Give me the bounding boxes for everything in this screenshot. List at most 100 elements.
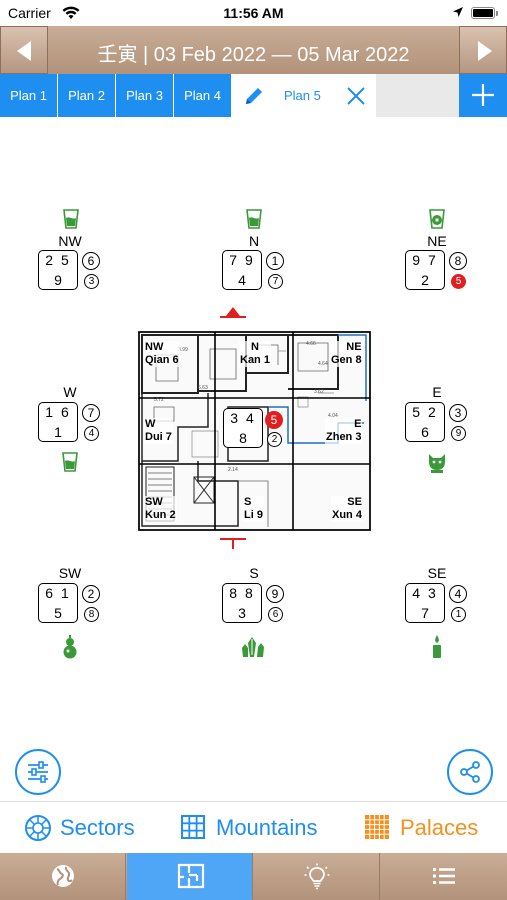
year-star: 3 — [84, 274, 99, 289]
star-box: 4 3 7 — [405, 583, 445, 623]
direction-label: S — [249, 565, 259, 581]
palace-n[interactable]: N 7 9 4 1 7 — [222, 209, 304, 299]
tab-globe[interactable] — [0, 853, 126, 900]
direction-label: NW — [58, 233, 82, 249]
mountain-water-stars: 9 7 — [412, 252, 438, 268]
star-box: 6 1 5 — [38, 583, 78, 623]
mode-mountains-label: Mountains — [216, 815, 318, 840]
period-star: 1 — [266, 252, 284, 270]
sectors-wheel-icon — [25, 815, 51, 841]
palace-ne[interactable]: NE 9 7 2 8 5 — [405, 209, 487, 299]
add-plan-button[interactable] — [459, 74, 507, 117]
tab-plan-3[interactable]: Plan 3 — [116, 74, 174, 117]
svg-text:4.66: 4.66 — [306, 341, 316, 347]
water-glass-icon — [246, 209, 262, 229]
date-header: 壬寅 | 03 Feb 2022 — 05 Mar 2022 — [0, 26, 507, 74]
mountain-water-stars: 3 4 — [230, 410, 256, 426]
star-box: 3 4 8 — [223, 408, 263, 448]
star-box: 9 7 2 — [405, 250, 445, 290]
filter-button[interactable] — [15, 749, 61, 795]
year-star: 8 — [84, 607, 99, 622]
month-star: 7 — [421, 605, 429, 621]
globe-icon — [52, 865, 74, 887]
direction-label: E — [432, 384, 442, 400]
palace-e[interactable]: E 5 2 6 3 9 — [405, 384, 487, 474]
year-star: 4 — [84, 426, 99, 441]
tab-floor-plan-active[interactable] — [127, 853, 253, 900]
gourd-icon — [63, 635, 77, 659]
palace-grid — [138, 331, 371, 531]
year-star: 1 — [451, 607, 466, 622]
star-box: 5 2 6 — [405, 402, 445, 442]
svg-text:4.64: 4.64 — [318, 361, 328, 367]
pencil-icon[interactable] — [244, 86, 264, 106]
mountain-water-stars: 2 5 — [45, 252, 71, 268]
svg-text:2.14: 2.14 — [228, 467, 238, 473]
south-marker-icon — [220, 538, 246, 549]
water-glass-icon — [63, 209, 79, 229]
year-star: 7 — [268, 274, 283, 289]
tab-plan-1[interactable]: Plan 1 — [0, 74, 58, 117]
clock: 11:56 AM — [223, 5, 284, 21]
mode-switcher: Sectors Mountains Palaces — [0, 801, 507, 853]
year-star: 6 — [268, 607, 283, 622]
year-star: 9 — [451, 426, 466, 441]
month-star: 8 — [239, 430, 247, 446]
location-arrow-icon — [453, 7, 463, 17]
mountain-water-stars: 5 2 — [412, 404, 438, 420]
mode-sectors[interactable]: Sectors — [24, 814, 154, 842]
mountain-water-stars: 4 3 — [412, 585, 438, 601]
tab-plan-5-active[interactable]: Plan 5 — [232, 74, 376, 117]
period-star: 2 — [82, 585, 100, 603]
date-range-title[interactable]: 壬寅 | 03 Feb 2022 — 05 Mar 2022 — [97, 44, 410, 66]
wu-lou-cat-icon — [429, 454, 445, 473]
mode-sectors-label: Sectors — [60, 815, 135, 840]
year-star: 2 — [267, 432, 282, 447]
svg-text:3.62: 3.62 — [314, 389, 324, 395]
lightbulb-icon — [304, 863, 330, 890]
month-star: 6 — [421, 424, 429, 440]
previous-month-button[interactable] — [0, 26, 48, 74]
month-star: 3 — [238, 605, 246, 621]
tab-list[interactable] — [381, 853, 507, 900]
palace-nw[interactable]: NW 2 5 9 6 3 — [38, 209, 120, 299]
month-star: 4 — [238, 272, 246, 288]
tab-ideas[interactable] — [254, 853, 380, 900]
palace-w[interactable]: W 1 6 1 7 4 — [38, 384, 120, 474]
palace-sw[interactable]: SW 6 1 5 2 8 — [38, 565, 120, 659]
coin-glass-icon — [429, 209, 445, 229]
chevron-right-icon — [478, 41, 492, 61]
north-marker-icon — [220, 307, 246, 318]
candle-icon — [433, 635, 441, 658]
star-box: 8 8 3 — [222, 583, 262, 623]
period-star: 3 — [449, 404, 467, 422]
month-star: 9 — [54, 272, 62, 288]
wifi-icon — [62, 6, 80, 19]
status-bar: Carrier 11:56 AM — [0, 0, 507, 26]
month-star: 5 — [54, 605, 62, 621]
direction-label: N — [248, 233, 260, 249]
mountain-water-stars: 6 1 — [45, 585, 71, 601]
palace-center[interactable]: 3 4 8 5 2 — [223, 408, 293, 454]
mode-palaces-active[interactable]: Palaces — [364, 814, 494, 842]
month-star: 2 — [421, 272, 429, 288]
share-button[interactable] — [447, 749, 493, 795]
next-month-button[interactable] — [459, 26, 507, 74]
mode-mountains[interactable]: Mountains — [180, 814, 340, 842]
tab-plan-2[interactable]: Plan 2 — [58, 74, 116, 117]
floor-plan-icon — [177, 863, 205, 889]
svg-text:4.04: 4.04 — [328, 413, 338, 419]
tab-plan-4[interactable]: Plan 4 — [174, 74, 232, 117]
palace-s[interactable]: S 8 8 3 9 6 — [222, 565, 304, 657]
star-box: 2 5 9 — [38, 250, 78, 290]
mountain-water-stars: 7 9 — [229, 252, 255, 268]
battery-tip — [496, 11, 498, 16]
close-icon[interactable] — [346, 86, 366, 106]
crystal-icon — [242, 637, 264, 657]
palace-se[interactable]: SE 4 3 7 4 1 — [405, 565, 487, 658]
